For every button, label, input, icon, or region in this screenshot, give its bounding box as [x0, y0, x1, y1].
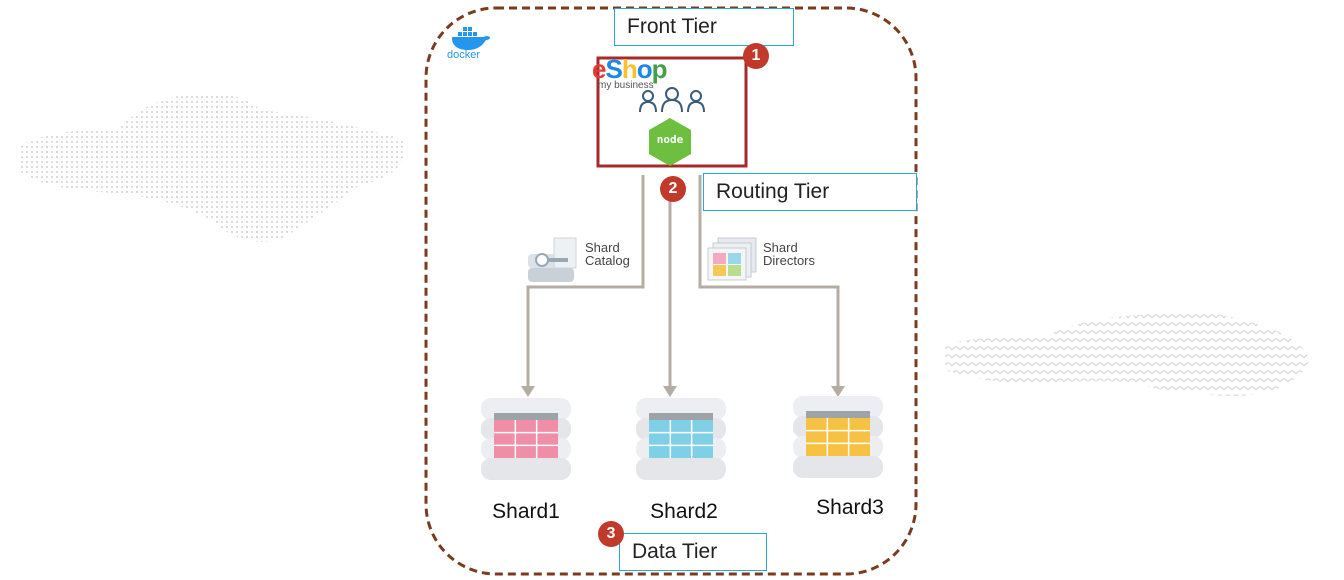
shard-icons: [481, 396, 883, 480]
arrowhead-shard3: [831, 386, 845, 397]
shard-catalog-label-line2: Catalog: [585, 253, 630, 268]
front-tier-label: Front Tier: [614, 8, 794, 46]
users-icon: [639, 87, 705, 113]
lined-cloud-right: [945, 311, 1310, 396]
node-hexagon-icon: [649, 118, 691, 166]
arrowhead-shard2: [663, 386, 677, 397]
eshop-logo-e: e: [592, 54, 607, 84]
connector-front-to-shard1: [526, 175, 645, 388]
shard1-database-icon: [481, 398, 571, 480]
shard3-label: Shard3: [816, 496, 884, 519]
docker-logo-text: docker: [447, 49, 481, 61]
shard-catalog-label: Shard Catalog: [585, 241, 630, 267]
shard3-database-icon: [793, 396, 883, 478]
connector-routing-to-shard3: [698, 175, 840, 388]
data-tier-label: Data Tier: [619, 533, 767, 571]
step-badge-3: 3: [598, 521, 624, 547]
shard-catalog-label-line1: Shard: [585, 240, 620, 255]
shard1-label: Shard1: [492, 500, 560, 523]
step-badge-2: 2: [660, 176, 686, 202]
eshop-logo: eShop: [592, 54, 668, 85]
connectors: [526, 175, 840, 388]
shard-directors-label-line2: Directors: [763, 253, 816, 268]
shard-catalog-icon: [528, 237, 577, 282]
shard-directors-icon: [707, 237, 757, 281]
step-badge-1: 1: [743, 43, 769, 69]
arrowhead-shard1: [521, 386, 535, 397]
dotted-cloud-left: [18, 93, 406, 242]
eshop-tagline: my business: [598, 80, 654, 91]
shard2-label: Shard2: [650, 500, 718, 523]
node-label: node: [656, 133, 684, 146]
eshop-logo-h: h: [621, 54, 638, 84]
eshop-logo-o: o: [636, 54, 653, 84]
arrowheads: [521, 386, 845, 397]
shard2-database-icon: [636, 398, 726, 480]
eshop-logo-s: S: [605, 54, 622, 84]
shard-directors-label-line1: Shard: [763, 240, 798, 255]
eshop-logo-p: p: [651, 54, 668, 84]
shard-directors-label: Shard Directors: [763, 241, 815, 267]
docker-whale-icon: [452, 27, 490, 50]
routing-tier-label: Routing Tier: [703, 173, 917, 211]
